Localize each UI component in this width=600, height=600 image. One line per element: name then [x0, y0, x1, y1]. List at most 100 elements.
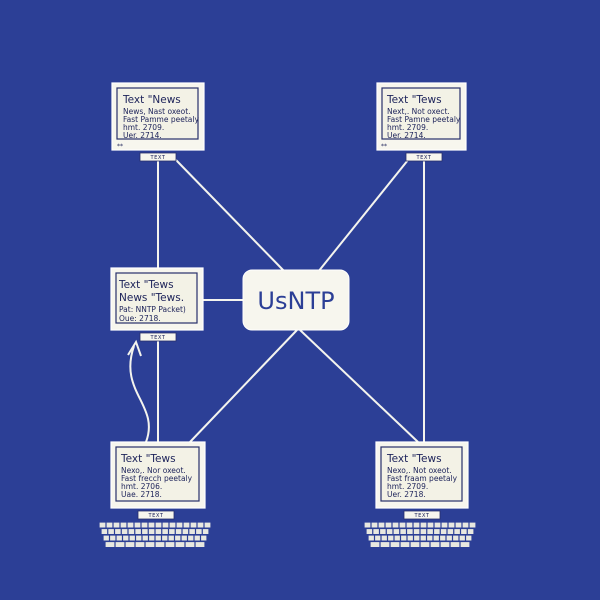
keyboard-key: [136, 535, 142, 541]
arrow-head-icon: [127, 339, 142, 357]
node-top-right: Text "Tews Next,. Not oxect. Fast Pamne …: [376, 82, 467, 162]
keyboard-key: [371, 522, 378, 528]
connections: [127, 159, 425, 443]
keyboard-key: [394, 535, 400, 541]
node-title: Text "News: [122, 94, 181, 106]
keyboard-key: [453, 535, 459, 541]
keyboard-key: [381, 535, 387, 541]
keyboard-key: [447, 529, 454, 534]
keyboard-key: [155, 522, 162, 528]
keyboard-key: [454, 529, 460, 534]
keyboard-key: [183, 522, 190, 528]
keyboard-key: [201, 535, 207, 541]
hub-box: [242, 269, 350, 331]
keyboard-key: [162, 535, 168, 541]
keyboard-key: [142, 529, 148, 534]
keyboard-key: [115, 529, 121, 534]
keyboard-key: [461, 529, 467, 534]
node-line: Uae. 2718.: [121, 490, 162, 499]
node-line: hmt. 2709.: [387, 482, 428, 491]
keyboard-key: [368, 535, 374, 541]
keyboard-key: [134, 522, 141, 528]
monitor-screen: [381, 87, 461, 140]
node-title: Text "Tews: [386, 94, 442, 106]
keyboard-key: [373, 529, 379, 534]
keyboard-key: [448, 522, 455, 528]
keyboard-key: [410, 542, 420, 547]
monitor-screen: [115, 446, 200, 502]
keyboard-key: [204, 522, 211, 528]
keyboard-key: [427, 529, 433, 534]
keyboard-key: [420, 529, 427, 534]
keyboard-key: [99, 522, 106, 528]
node-line: hmt. 2709.: [123, 123, 164, 132]
keyboard-key: [378, 522, 385, 528]
node-title: Text "Tews: [386, 453, 442, 465]
keyboard-key: [413, 522, 420, 528]
keyboard-key: [162, 529, 168, 534]
node-line: Nexo,. Not oxeot.: [387, 466, 452, 475]
keyboard-key: [469, 522, 476, 528]
node-tag-box: [137, 510, 175, 520]
keyboard-key: [182, 529, 189, 534]
keyboard-key: [460, 542, 470, 547]
keyboard: [99, 522, 211, 547]
keyboard-key: [162, 522, 169, 528]
monitor-screen: [380, 446, 463, 502]
link-hub-bottomleft: [189, 329, 298, 443]
keyboard-key: [185, 542, 195, 547]
node-line: Pat: NNTP Packet): [119, 305, 186, 314]
keyboard-key: [155, 542, 165, 547]
node-tag: TEXT: [150, 155, 165, 161]
keyboard-key: [466, 535, 472, 541]
keyboard-key: [125, 542, 135, 547]
keyboard-key: [149, 535, 155, 541]
keyboard-key: [103, 535, 109, 541]
keyboard-key: [434, 529, 440, 534]
keyboard-key: [176, 522, 183, 528]
node-line: hmt. 2709.: [387, 123, 428, 132]
hub: UsNTP: [242, 269, 350, 331]
keyboard-key: [168, 535, 174, 541]
keyboard-key: [194, 535, 200, 541]
keyboard-key: [175, 535, 181, 541]
keyboard-key: [427, 522, 434, 528]
link-topright-hub: [317, 159, 409, 273]
keyboard-key: [155, 529, 162, 534]
keyboard-key: [135, 529, 141, 534]
monitor-screen: [116, 87, 199, 140]
keyboard-key: [375, 535, 381, 541]
keyboard-key: [155, 535, 161, 541]
keyboard-key: [175, 529, 182, 534]
keyboard-key: [434, 522, 441, 528]
keyboard-key: [169, 522, 176, 528]
keyboard-key: [386, 529, 393, 534]
keyboard-key: [113, 522, 120, 528]
keyboard-key: [129, 535, 135, 541]
node-line: hmt. 2706.: [121, 482, 162, 491]
keyboard-key: [407, 529, 413, 534]
keyboard-key: [407, 535, 413, 541]
keyboard-key: [197, 522, 204, 528]
node-dot: **: [381, 143, 387, 150]
node-line: Uer. 2714.: [123, 131, 162, 140]
keyboard-key: [393, 529, 400, 534]
link-topleft-hub: [175, 159, 286, 273]
keyboard-key: [414, 535, 420, 541]
node-line: News "Tews.: [119, 292, 184, 304]
keyboard-key: [105, 542, 115, 547]
keyboard-key: [400, 529, 406, 534]
keyboard-key: [189, 529, 195, 534]
keyboard-key: [450, 542, 460, 547]
keyboard-key: [427, 535, 433, 541]
keyboard-key: [440, 529, 447, 534]
node-line: Oue: 2718.: [119, 314, 161, 323]
keyboard-key: [462, 522, 469, 528]
keyboard-key: [467, 529, 474, 534]
curved-arrow-line: [129, 345, 150, 443]
keyboard-key: [385, 522, 392, 528]
node-title: Text "Tews: [120, 453, 176, 465]
keyboard-key: [380, 542, 390, 547]
keyboard-key: [455, 522, 462, 528]
